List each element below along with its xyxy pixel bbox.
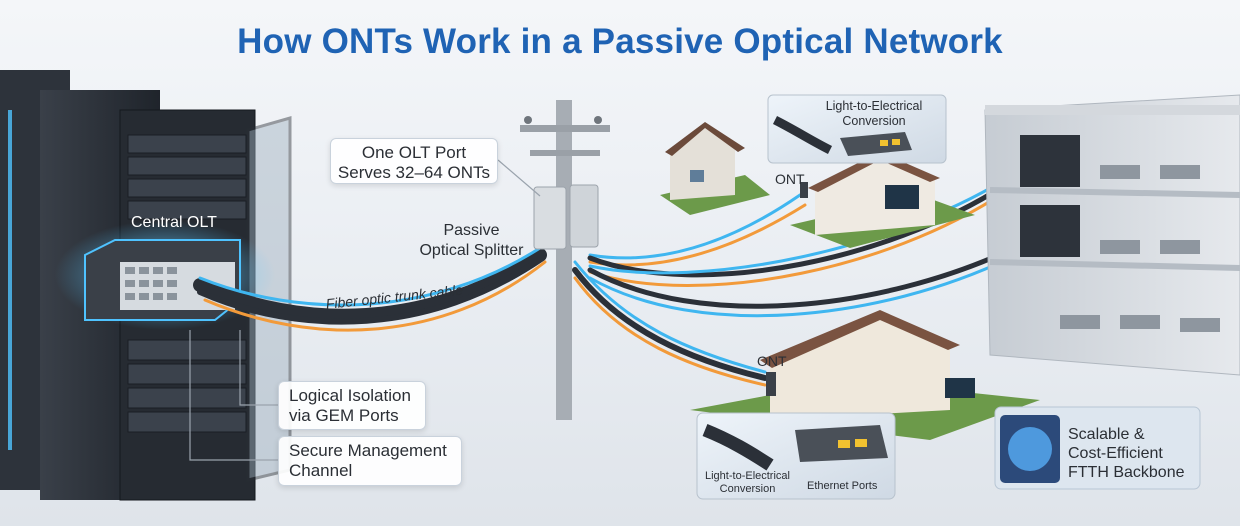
ethernet-switch-icon bbox=[696, 412, 896, 500]
isolation-line1: Logical Isolation bbox=[289, 386, 411, 405]
olt-port-callout: One OLT Port Serves 32–64 ONTs bbox=[330, 138, 498, 184]
conversion-bottom-line2: Conversion bbox=[719, 483, 776, 495]
olt-port-line1: One OLT Port bbox=[361, 143, 467, 162]
splitter-line2: Optical Splitter bbox=[419, 242, 524, 259]
ethernet-switch-icon bbox=[767, 94, 947, 164]
office-building-icon bbox=[984, 94, 1240, 376]
utility-pole-icon bbox=[520, 100, 610, 420]
olt-port-line2: Serves 32–64 ONTs bbox=[337, 163, 491, 182]
isolation-callout: Logical Isolation via GEM Ports bbox=[278, 381, 426, 430]
house-icon bbox=[690, 310, 1040, 440]
splitter-label: Passive Optical Splitter bbox=[414, 221, 529, 261]
scalable-line2: Cost-Efficient bbox=[1068, 445, 1163, 462]
conversion-bottom-line1: Light-to-Electrical bbox=[705, 470, 790, 482]
secure-channel-callout: Secure Management Channel bbox=[278, 436, 462, 486]
ont-upper-label: ONT bbox=[775, 171, 805, 187]
page-title: How ONTs Work in a Passive Optical Netwo… bbox=[237, 22, 1003, 61]
conversion-bottom-label: Light-to-Electrical Conversion bbox=[700, 470, 795, 496]
splitter-line1: Passive bbox=[443, 222, 500, 239]
secure-line1: Secure Management bbox=[289, 441, 447, 460]
scalable-line3: FTTH Backbone bbox=[1068, 464, 1185, 481]
secure-line2: Channel bbox=[289, 461, 353, 480]
scalable-badge-text: Scalable & Cost-Efficient FTTH Backbone bbox=[1068, 425, 1184, 482]
house-icon bbox=[790, 152, 975, 248]
splitter-box-icon bbox=[533, 184, 599, 250]
ont-lower-label: ONT bbox=[757, 353, 787, 369]
glowing-fiber-globe-icon bbox=[994, 406, 1201, 490]
central-olt-label: Central OLT bbox=[131, 214, 217, 231]
house-icon bbox=[660, 122, 770, 215]
conversion-top-line2: Conversion bbox=[842, 114, 906, 128]
fiber-cable-icon bbox=[193, 246, 547, 332]
ethernet-ports-label: Ethernet Ports bbox=[807, 480, 878, 492]
isolation-line2: via GEM Ports bbox=[289, 406, 399, 425]
conversion-top-label: Light-to-Electrical Conversion bbox=[808, 99, 940, 129]
conversion-top-line1: Light-to-Electrical bbox=[825, 99, 923, 113]
scalable-line1: Scalable & bbox=[1068, 426, 1145, 443]
